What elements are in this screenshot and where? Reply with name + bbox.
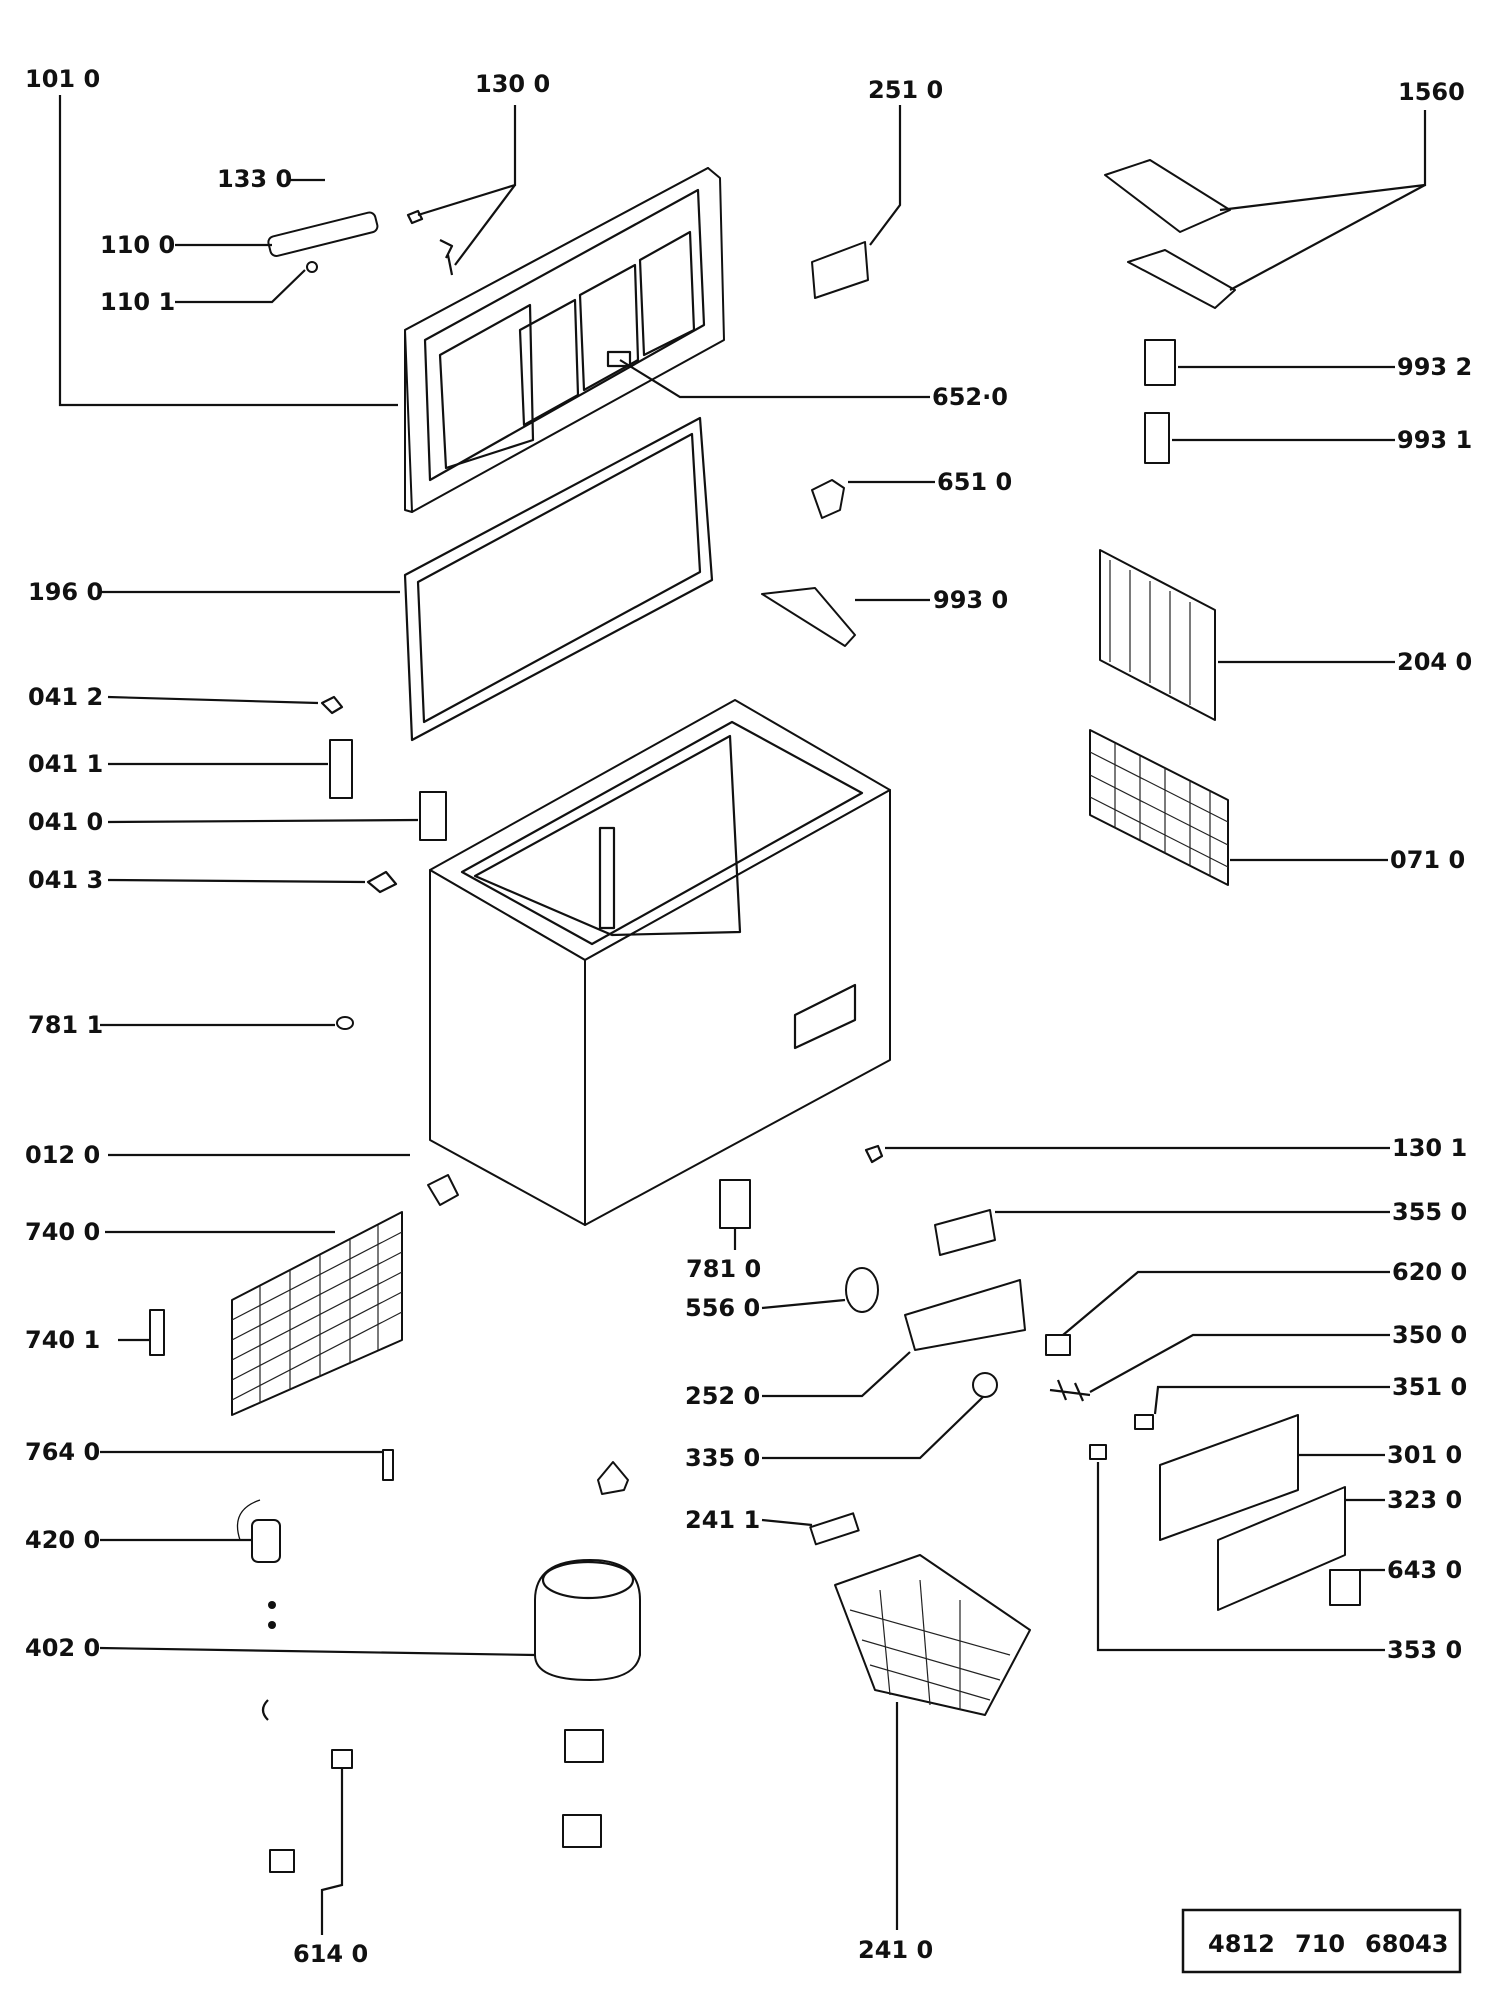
label-355-0: 355 0 bbox=[1392, 1198, 1467, 1226]
label-301-0: 301 0 bbox=[1387, 1441, 1462, 1469]
lamp-socket-part bbox=[811, 479, 845, 519]
label-323-0: 323 0 bbox=[1387, 1486, 1462, 1514]
label-110-0: 110 0 bbox=[100, 231, 175, 259]
relay-614-b-part bbox=[269, 1849, 295, 1873]
handle-part bbox=[267, 211, 379, 258]
condenser-part bbox=[149, 1211, 403, 1416]
washer-part-2 bbox=[268, 1621, 276, 1629]
label-740-1: 740 1 bbox=[25, 1326, 100, 1354]
label-350-0: 350 0 bbox=[1392, 1321, 1467, 1349]
grommet-part bbox=[597, 1461, 629, 1495]
hinge-spring-part bbox=[406, 209, 454, 276]
gasket-part bbox=[403, 416, 714, 742]
label-252-0: 252 0 bbox=[685, 1382, 760, 1410]
basket-part bbox=[834, 1554, 1031, 1716]
label-1560: 1560 bbox=[1398, 78, 1465, 106]
hinge-041-0-part bbox=[419, 791, 447, 841]
code-box: 4812 710 68043 bbox=[1181, 1908, 1462, 1974]
drier-764-part bbox=[382, 1449, 394, 1481]
label-071-0: 071 0 bbox=[1390, 846, 1465, 874]
relay-614-a-part bbox=[331, 1749, 353, 1769]
label-041-2: 041 2 bbox=[28, 683, 103, 711]
label-620-0: 620 0 bbox=[1392, 1258, 1467, 1286]
label-110-1: 110 1 bbox=[100, 288, 175, 316]
label-204-0: 204 0 bbox=[1397, 648, 1472, 676]
thermostat-cover-355-part bbox=[934, 1209, 996, 1256]
label-420-0: 420 0 bbox=[25, 1526, 100, 1554]
light-cover-part bbox=[811, 241, 869, 299]
clip-130-1-part bbox=[864, 1144, 884, 1164]
label-652-0: 652·0 bbox=[932, 383, 1008, 411]
handle-cap-part bbox=[306, 261, 318, 273]
label-993-2-part bbox=[1144, 339, 1176, 386]
label-781-0: 781 0 bbox=[686, 1255, 761, 1283]
panel-323-part bbox=[1217, 1486, 1346, 1611]
label-614-0: 614 0 bbox=[293, 1940, 368, 1968]
thermostat-620-part bbox=[1045, 1334, 1071, 1356]
relay-643-part bbox=[1329, 1569, 1361, 1606]
capacitor-420-part bbox=[236, 1499, 281, 1563]
wiring-350-part bbox=[1049, 1379, 1091, 1402]
panel-301-part bbox=[1159, 1414, 1299, 1541]
label-196-0: 196 0 bbox=[28, 578, 103, 606]
label-740-0: 740 0 bbox=[25, 1218, 100, 1246]
code-part-2: 710 bbox=[1295, 1930, 1345, 1958]
wire-grid-071-part bbox=[1089, 729, 1229, 886]
code-part-1: 4812 bbox=[1208, 1930, 1275, 1958]
switch-993-0-part bbox=[761, 587, 856, 647]
hinge-041-1-part bbox=[329, 739, 353, 799]
label-764-0: 764 0 bbox=[25, 1438, 100, 1466]
lamp-351-part bbox=[1134, 1414, 1154, 1430]
label-041-3: 041 3 bbox=[28, 866, 103, 894]
label-993-1-part bbox=[1144, 412, 1170, 464]
label-993-2: 993 2 bbox=[1397, 353, 1472, 381]
label-335-0: 335 0 bbox=[685, 1444, 760, 1472]
label-041-0: 041 0 bbox=[28, 808, 103, 836]
washer-part bbox=[268, 1601, 276, 1609]
control-box-252-part bbox=[904, 1279, 1026, 1351]
lid-part bbox=[404, 167, 725, 513]
knob-335-part bbox=[972, 1372, 998, 1398]
hinge-781-0-part bbox=[719, 1179, 751, 1229]
leader-lines bbox=[58, 95, 1427, 1935]
hinge-041-3-part bbox=[366, 870, 398, 894]
hinge-041-2-part bbox=[320, 695, 344, 715]
label-993-0: 993 0 bbox=[933, 586, 1008, 614]
label-101-0: 101 0 bbox=[25, 65, 100, 93]
label-041-1: 041 1 bbox=[28, 750, 103, 778]
ice-tray-part bbox=[1104, 159, 1236, 309]
label-402-0: 402 0 bbox=[25, 1634, 100, 1662]
bracket-012-part bbox=[427, 1174, 459, 1206]
label-651-0: 651 0 bbox=[937, 468, 1012, 496]
label-241-0: 241 0 bbox=[858, 1936, 933, 1964]
clip-part bbox=[261, 1699, 269, 1721]
label-643-0: 643 0 bbox=[1387, 1556, 1462, 1584]
overload-a-part bbox=[564, 1729, 604, 1763]
label-353-0: 353 0 bbox=[1387, 1636, 1462, 1664]
label-241-1: 241 1 bbox=[685, 1506, 760, 1534]
label-556-0: 556 0 bbox=[685, 1294, 760, 1322]
foot-781-1-part bbox=[336, 1016, 354, 1030]
divider-241-1-part bbox=[809, 1512, 860, 1546]
label-130-1: 130 1 bbox=[1392, 1134, 1467, 1162]
lamp-353-part bbox=[1089, 1444, 1107, 1460]
shelf-204-part bbox=[1099, 549, 1216, 721]
cabinet-part bbox=[429, 699, 891, 1226]
compressor-part bbox=[534, 1559, 641, 1681]
overload-b-part bbox=[562, 1814, 602, 1848]
spring-556-part bbox=[845, 1267, 879, 1313]
code-part-3: 68043 bbox=[1365, 1930, 1449, 1958]
label-993-1: 993 1 bbox=[1397, 426, 1472, 454]
label-251-0: 251 0 bbox=[868, 76, 943, 104]
label-012-0: 012 0 bbox=[25, 1141, 100, 1169]
label-351-0: 351 0 bbox=[1392, 1373, 1467, 1401]
label-133-0: 133 0 bbox=[217, 165, 292, 193]
label-781-1: 781 1 bbox=[28, 1011, 103, 1039]
label-130-0: 130 0 bbox=[475, 70, 550, 98]
